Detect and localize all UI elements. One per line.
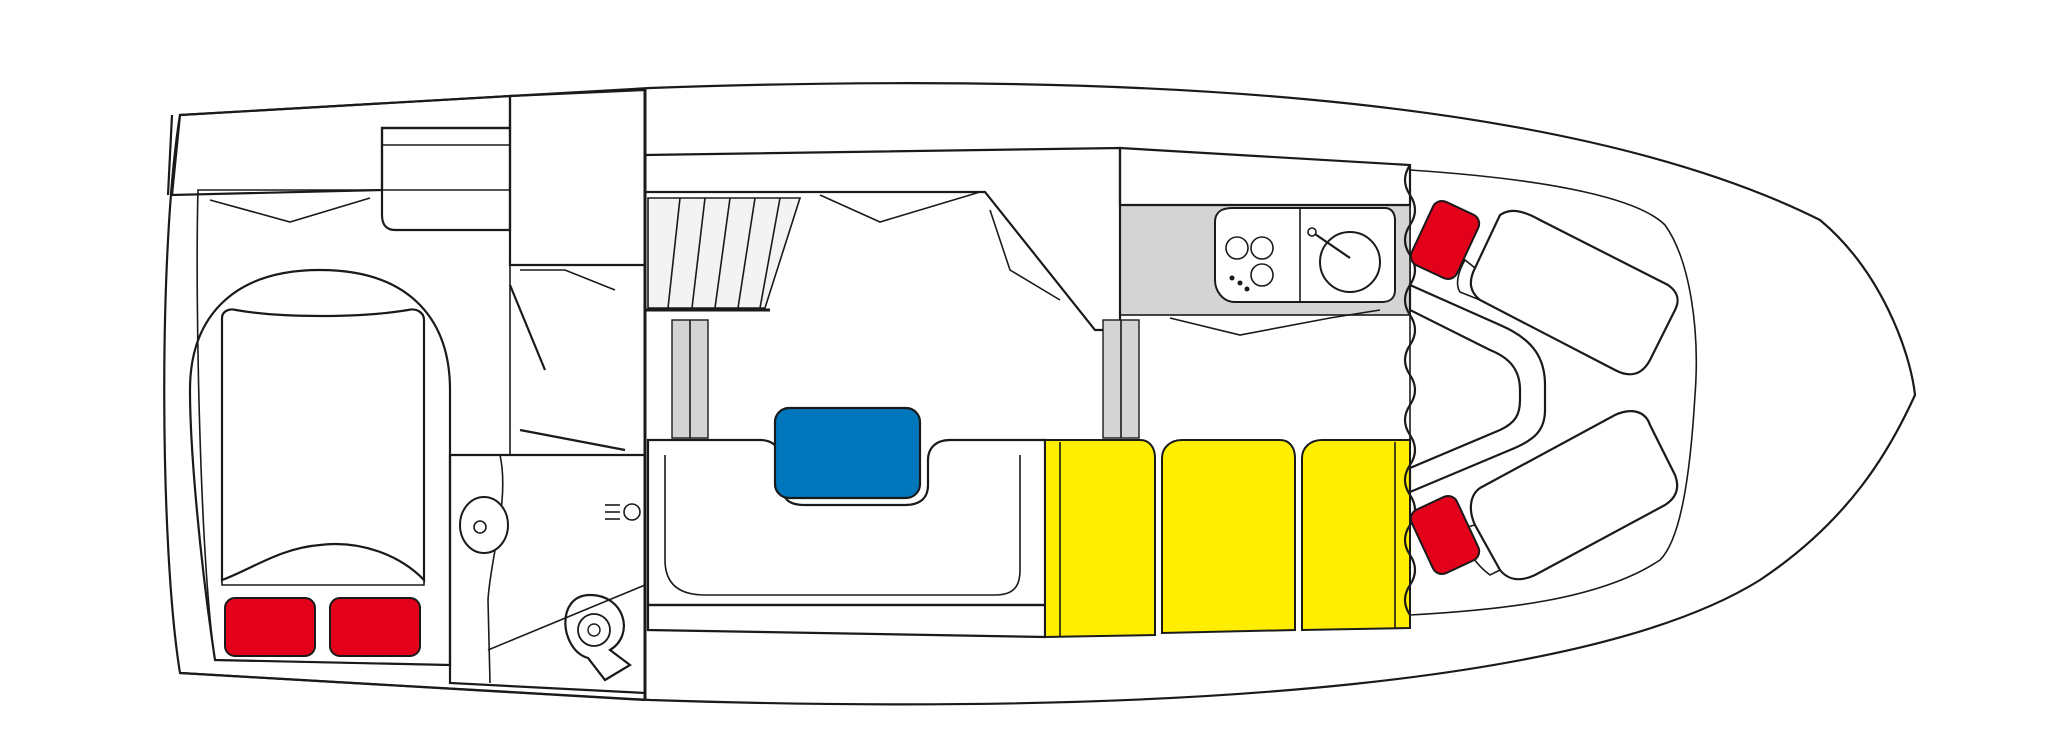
vberth-cushion-lower xyxy=(1469,410,1679,581)
companionway-steps xyxy=(645,197,802,312)
aft-cabin-floor xyxy=(196,189,511,666)
stove-icon xyxy=(1225,236,1274,292)
stern-bottom-line xyxy=(179,671,646,702)
drain-icon xyxy=(473,520,487,534)
vberth-cushion-upper xyxy=(1469,209,1679,376)
saloon-seat-inner xyxy=(664,455,1021,596)
saloon-fold-2 xyxy=(989,209,1061,301)
galley-fold xyxy=(1169,309,1381,336)
yellow-bench-3 xyxy=(1301,439,1411,632)
fore-curtain-wavy xyxy=(1403,164,1417,616)
door-line xyxy=(519,428,626,452)
door-swing-line xyxy=(508,284,547,371)
toilet-icon xyxy=(564,593,632,682)
yellow-bench-group xyxy=(1044,439,1411,639)
vberth-frame-wood xyxy=(1408,283,1547,494)
aft-curtain-fold xyxy=(209,197,371,223)
mid-cabinet xyxy=(508,88,647,267)
aft-bed-frame xyxy=(188,268,452,667)
vberth-pillow-upper xyxy=(1409,200,1481,280)
aft-storage-blue xyxy=(380,126,512,232)
yellow-bench-2 xyxy=(1161,439,1296,635)
shower-control-icon xyxy=(605,503,641,521)
aft-bed-sheet xyxy=(221,543,425,586)
sink-icon xyxy=(1307,227,1381,293)
vberth-sheet-upper xyxy=(1456,258,1481,301)
aft-bed-mattress xyxy=(220,308,426,583)
hall-curtain-fold xyxy=(520,269,616,291)
saloon-floor-wood xyxy=(646,603,1047,639)
aft-pillow-left xyxy=(224,597,316,657)
transom-line xyxy=(166,114,174,196)
vberth-pillow-lower xyxy=(1409,495,1481,575)
saloon-fold-1 xyxy=(819,191,981,223)
hull-outline xyxy=(163,82,1917,706)
bathroom xyxy=(448,453,647,695)
yellow-bench-1 xyxy=(1044,439,1156,639)
fore-cabin-floor xyxy=(1409,169,1698,616)
aft-pillow-right xyxy=(329,597,421,657)
galley-counter xyxy=(1214,207,1396,303)
galley-cabinet-top xyxy=(1118,146,1412,207)
saloon-backrest-blue xyxy=(773,406,922,500)
